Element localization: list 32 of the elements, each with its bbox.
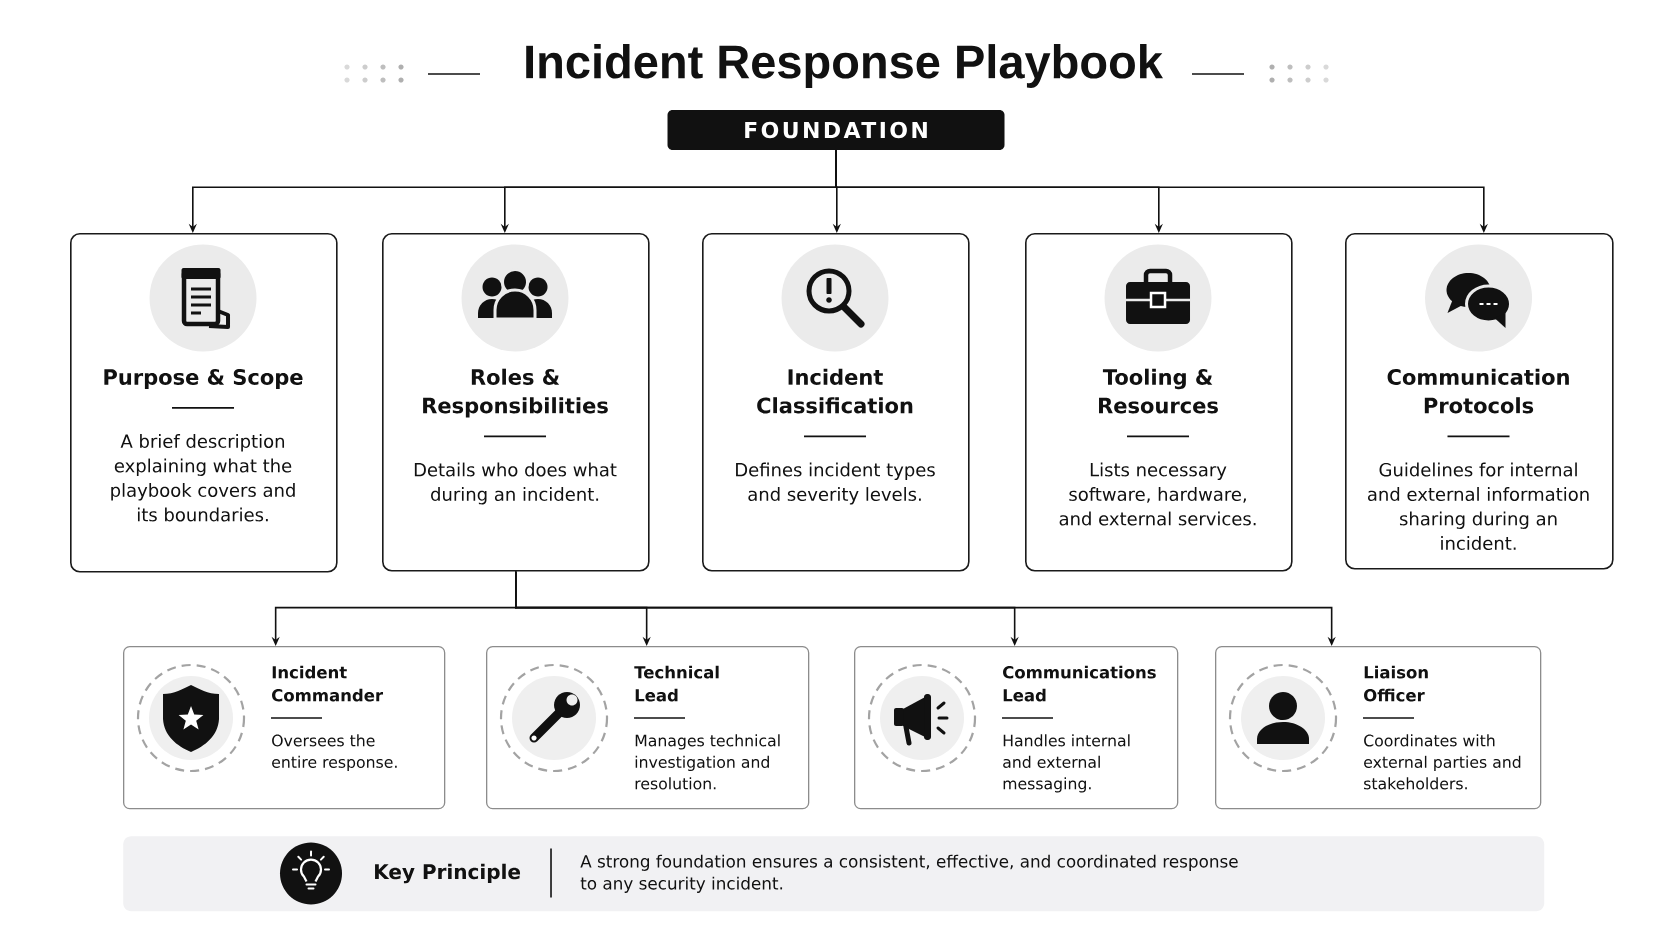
card-text: Handles internal and external messaging. <box>1003 734 1130 793</box>
card <box>1345 233 1614 570</box>
card-text: A brief description explaining what the playbook covers and its boundaries. <box>111 434 295 522</box>
card-title: Technical Lead <box>634 665 719 702</box>
card-text: Oversees the entire response. <box>272 734 397 771</box>
card-title: Tooling & Resources <box>1099 368 1218 414</box>
card-title: Purpose & Scope <box>104 369 303 389</box>
card-title: Incident Commander <box>272 665 383 702</box>
card-text: Lists necessary software, hardware, and external services. <box>1059 462 1256 526</box>
card <box>1025 233 1293 572</box>
card-text: Details who does what during an incident. <box>414 462 617 505</box>
card <box>1215 646 1542 810</box>
card <box>70 233 338 573</box>
title: Incident Response Playbook <box>526 44 1163 88</box>
card-title: Communications Lead <box>1003 665 1156 702</box>
card-title: Incident Classification <box>757 368 913 414</box>
card-text: Manages technical investigation and resolution. <box>635 734 780 790</box>
band-title: Key Principle <box>375 863 520 884</box>
card-title: Liaison Officer <box>1364 665 1428 702</box>
card-title: Communication Protocols <box>1387 368 1569 414</box>
info-band <box>123 836 1545 912</box>
card-title: Roles & Responsibilities <box>423 368 608 418</box>
banner: FOUNDATION <box>667 110 1005 150</box>
card <box>702 233 970 572</box>
card-text: Coordinates with external parties and stakeholders. <box>1364 734 1521 790</box>
card <box>854 646 1179 810</box>
card <box>382 233 650 572</box>
card-text: Guidelines for internal and external information sharing during an incident. <box>1367 462 1589 550</box>
card <box>123 646 446 810</box>
card <box>486 646 810 810</box>
card-text: Defines incident types and severity levels. <box>736 462 935 505</box>
band-text: A strong foundation ensures a consistent, effective, and coordinated response to any security incident. <box>580 854 1238 893</box>
